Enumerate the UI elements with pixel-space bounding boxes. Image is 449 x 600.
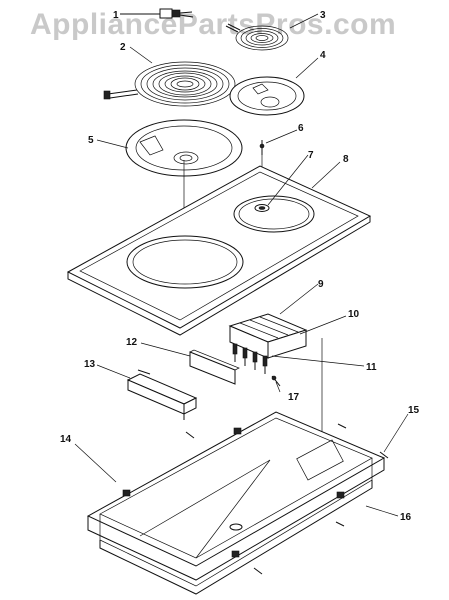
watermark-text: AppliancePartsPros.com (30, 8, 397, 41)
part-16-burner-box (86, 411, 386, 595)
part-17-screw (271, 375, 281, 387)
callout-17: 17 (288, 392, 300, 403)
callout-11: 11 (366, 362, 377, 373)
callout-5: 5 (88, 135, 94, 146)
part-13-mounting-bracket (126, 369, 198, 420)
part-12-bracket-plate (189, 349, 240, 385)
callout-8: 8 (343, 154, 349, 165)
part-8-cooktop-top-panel (66, 165, 372, 336)
callout-9: 9 (318, 279, 324, 290)
part-3-small-coil-element (225, 23, 289, 51)
callout-3: 3 (320, 10, 326, 21)
part-9-switch-housing (228, 313, 308, 359)
callout-16: 16 (400, 512, 412, 523)
part-11-switch-terminals (232, 343, 268, 374)
part-14-clip (122, 427, 345, 558)
callout-14: 14 (60, 434, 72, 445)
callout-labels: 1 2 3 4 5 6 7 8 9 10 11 12 13 17 14 15 1… (60, 10, 420, 523)
part-1-terminal-connector (120, 8, 194, 19)
callout-1: 1 (113, 10, 119, 21)
callout-7: 7 (308, 150, 314, 161)
callout-15: 15 (408, 405, 420, 416)
callout-2: 2 (120, 42, 126, 53)
leader-lines (74, 13, 409, 517)
callout-12: 12 (126, 337, 138, 348)
part-2-large-coil-element (103, 61, 236, 107)
callout-4: 4 (320, 50, 326, 61)
callout-13: 13 (84, 359, 96, 370)
part-7-receptacle (254, 204, 270, 212)
part-4-small-drip-pan (229, 76, 305, 116)
callout-6: 6 (298, 123, 304, 134)
callout-10: 10 (348, 309, 360, 320)
part-15-screw (185, 423, 389, 575)
